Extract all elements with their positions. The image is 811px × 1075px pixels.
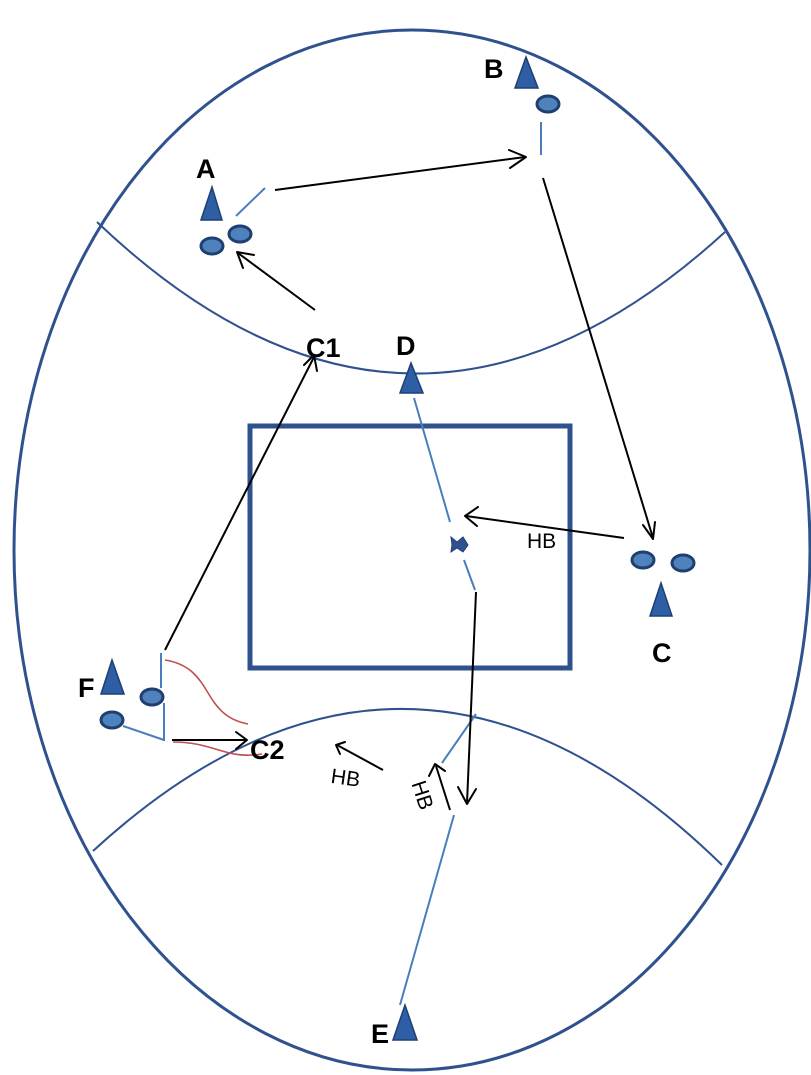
central-box (247, 423, 573, 671)
label-hb-left: HB (329, 765, 361, 792)
arrowhead-hb-left (335, 741, 346, 755)
interaction-curves (164, 659, 263, 756)
link-d-lower (413, 397, 451, 523)
label-d: D (396, 331, 416, 361)
labels: A B C D E F C1 C2 HB HB HB (78, 54, 672, 1049)
arrow-c-to-center (465, 515, 625, 539)
cone-a-icon (199, 184, 224, 221)
link-a (235, 187, 266, 217)
disc-c2-icon (670, 553, 696, 573)
arrowhead-c1-to-a (236, 251, 255, 269)
arrow-b-to-c (542, 177, 654, 539)
arrowhead-f-to-c2 (235, 731, 248, 750)
center-x-marker (450, 535, 469, 554)
link-segments (122, 122, 542, 1006)
arrowhead-hb-up (428, 763, 446, 777)
label-c: C (652, 638, 672, 668)
disc-f1-icon (139, 687, 165, 707)
outer-oval (12, 28, 811, 1072)
x-marker-icon (450, 535, 469, 554)
arrow-hb-left (336, 744, 384, 771)
label-f: F (78, 673, 95, 703)
interaction-curve-upper (164, 659, 249, 725)
disc-b-icon (535, 94, 561, 114)
label-hb-right: HB (527, 530, 556, 553)
label-b: B (484, 54, 504, 84)
arrowhead-b-to-c (642, 521, 656, 540)
cone-f-icon (99, 657, 126, 695)
interaction-curve-lower (172, 741, 263, 756)
arrow-hb-up (435, 765, 451, 811)
label-a: A (196, 154, 216, 184)
disc-c1-icon (630, 550, 656, 570)
arrows (164, 149, 656, 811)
disc-a1-icon (199, 236, 225, 256)
arrow-c1-to-a (237, 252, 316, 311)
link-x-lower (463, 559, 476, 591)
cones (99, 54, 674, 1041)
cone-d-icon (398, 360, 425, 394)
cone-b-icon (513, 54, 540, 89)
arrowhead-a-to-b (508, 149, 527, 169)
arrowhead-center-to-lower (457, 786, 477, 805)
label-hb-vertical: HB (407, 778, 438, 813)
label-e: E (371, 1019, 389, 1049)
disc-f2-icon (99, 710, 125, 730)
label-c1: C1 (306, 333, 341, 363)
label-c2: C2 (250, 735, 285, 765)
arrowhead-c-to-center (464, 506, 479, 527)
disc-a2-icon (227, 224, 253, 244)
arrowhead-f-to-c1 (303, 354, 318, 372)
cone-c-icon (648, 580, 674, 617)
cone-e-icon (391, 1002, 419, 1041)
lower-arc (92, 707, 723, 866)
arrow-f-to-c1 (164, 356, 315, 651)
arrow-a-to-b (274, 156, 526, 191)
link-f-lower (122, 725, 165, 741)
discs (99, 94, 696, 730)
arrow-center-to-lower (466, 591, 477, 804)
link-e (399, 814, 455, 1006)
